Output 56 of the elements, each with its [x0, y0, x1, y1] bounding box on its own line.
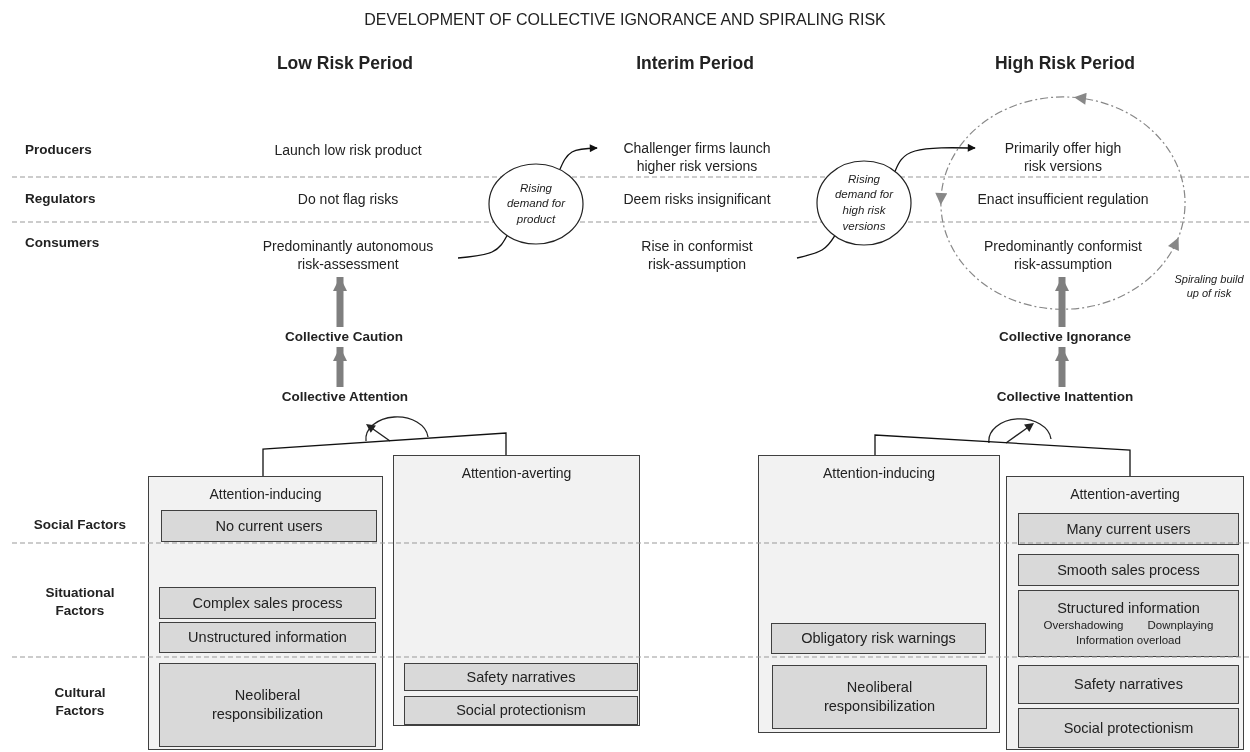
connector-line: [457, 234, 508, 259]
stage-text: Do not flag risks: [248, 188, 448, 210]
panel-heading: Attention-averting: [1070, 485, 1180, 504]
factor-box: Smooth sales process: [1018, 554, 1239, 586]
stage-text: Deem risks insignificant: [597, 188, 797, 210]
factor-box: Safety narratives: [404, 663, 638, 691]
demand-ellipse: Rising demand for high risk versions: [816, 160, 912, 246]
demand-ellipse: Rising demand for product: [488, 163, 584, 245]
curved-arrow: [894, 143, 976, 173]
connector-line: [796, 235, 836, 259]
outcome-label: Collective Caution: [264, 327, 424, 347]
factor-subtext: Overshadowing: [1043, 618, 1124, 634]
panel-heading: Attention-inducing: [822, 464, 936, 483]
factor-panel: [148, 476, 383, 750]
stage-text: Predominantly autonomous risk-assessment: [238, 233, 458, 277]
factor-subtext: Downplaying: [1147, 618, 1214, 634]
factor-box: Complex sales process: [159, 587, 376, 619]
balance-beam: [262, 432, 507, 477]
curved-arrow: [559, 144, 598, 171]
row-label: Social Factors: [32, 516, 128, 534]
row-label: Regulators: [25, 190, 97, 208]
outcome-label: Collective Ignorance: [982, 327, 1148, 347]
row-label: Consumers: [25, 234, 101, 252]
factor-box: Neoliberal responsibilization: [772, 665, 987, 729]
diagram-title: DEVELOPMENT OF COLLECTIVE IGNORANCE AND SPIRALING RISK: [363, 10, 887, 30]
panel-heading: Attention-inducing: [209, 485, 322, 504]
row-label: Situational Factors: [44, 584, 116, 620]
stage-text: Primarily offer high risk versions: [975, 136, 1151, 178]
factor-panel: [1006, 476, 1244, 750]
row-label: Producers: [25, 141, 93, 159]
period-heading: High Risk Period: [994, 52, 1136, 75]
row-label: Cultural Factors: [53, 684, 107, 720]
stage-text: Launch low risk product: [248, 139, 448, 161]
factor-box: Social protectionism: [1018, 708, 1239, 748]
factor-box: Safety narratives: [1018, 665, 1239, 704]
outcome-label: Collective Inattention: [978, 387, 1152, 407]
outcome-label: Collective Attention: [262, 387, 428, 407]
factor-subtext: Information overload: [1075, 633, 1182, 649]
factor-box: No current users: [161, 510, 377, 542]
period-heading: Low Risk Period: [275, 52, 415, 75]
factor-box: Unstructured information: [159, 622, 376, 653]
factor-text: Structured information: [1056, 598, 1201, 618]
stage-text: Enact insufficient regulation: [943, 188, 1183, 210]
factor-box: Social protectionism: [404, 696, 638, 725]
panel-heading: Attention-averting: [461, 464, 572, 483]
balance-beam: [874, 434, 1131, 477]
stage-text: Rise in conformist risk-assumption: [597, 233, 797, 277]
annotation-text: Spiraling build up of risk: [1173, 272, 1245, 301]
factor-panel: [758, 455, 1000, 733]
factor-panel: [393, 455, 640, 726]
factor-box: Many current users: [1018, 513, 1239, 545]
factor-box: Neoliberal responsibilization: [159, 663, 376, 747]
stage-text: Challenger firms launch higher risk versions: [597, 136, 797, 178]
factor-box: Obligatory risk warnings: [771, 623, 986, 654]
period-heading: Interim Period: [635, 52, 755, 75]
factor-box: [1018, 590, 1239, 657]
